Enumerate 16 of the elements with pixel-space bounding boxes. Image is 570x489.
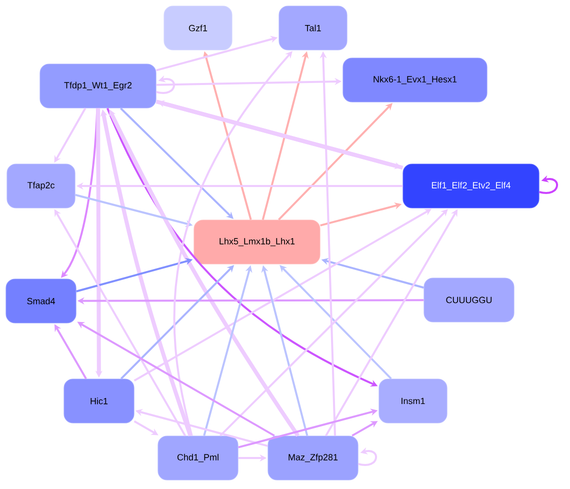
node-box: Tal1 <box>278 6 348 50</box>
node-box: Insm1 <box>378 378 448 424</box>
node-box: Smad4 <box>6 278 76 324</box>
node-box: Maz_Zfp281 <box>268 436 358 480</box>
node-box: Lhx5_Lmx1b_Lhx1 <box>194 220 320 264</box>
node-box: Gzf1 <box>164 6 232 50</box>
arrow <box>220 209 448 436</box>
node-box: Hic1 <box>64 378 134 424</box>
node-box: CUUUGGU <box>424 278 514 322</box>
arrow <box>173 51 292 436</box>
node-box: Tfap2c <box>6 164 76 208</box>
arrow <box>280 265 392 380</box>
node-box: Tfdp1_Wt1_Egr2 <box>40 64 156 108</box>
node-box: Elf1_Elf2_Etv2_Elf4 <box>402 164 540 208</box>
node-box: Chd1_Pml <box>158 436 238 480</box>
node-box: Nkx6-1_Evx1_Hesx1 <box>342 58 488 102</box>
